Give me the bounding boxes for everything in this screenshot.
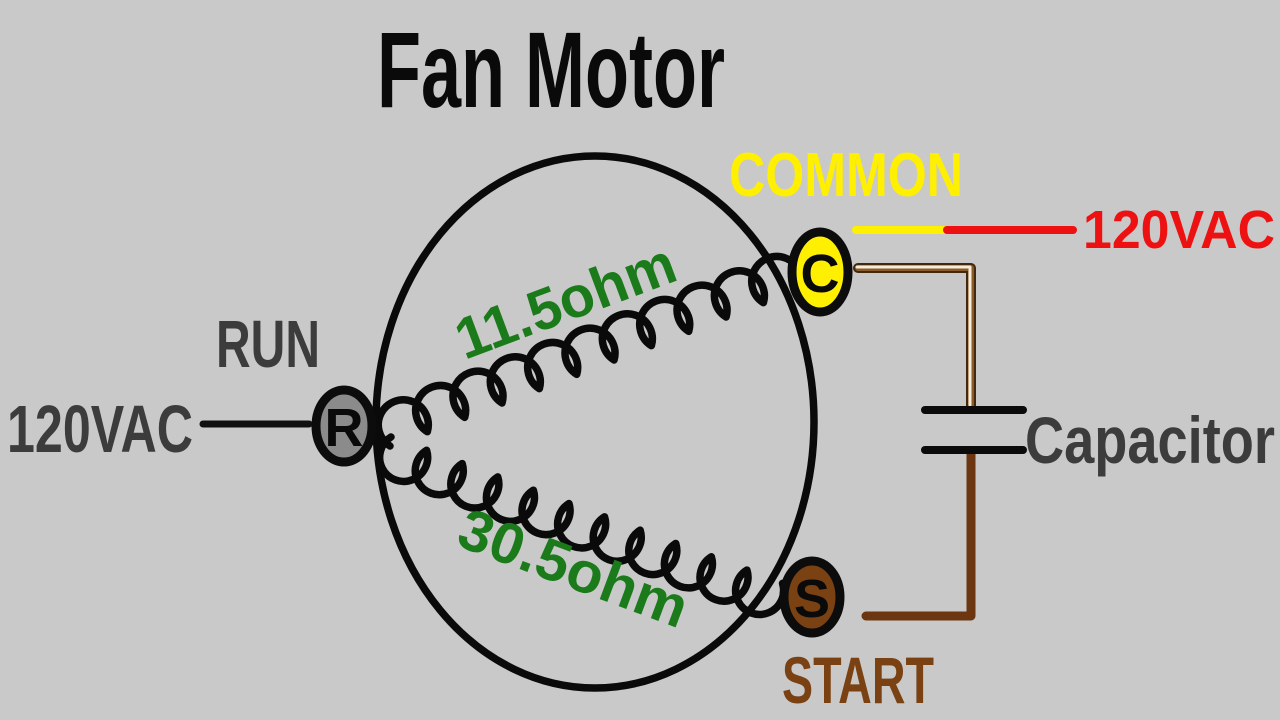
terminal-s-label: S: [794, 569, 830, 629]
supply-120vac-right-label: 120VAC: [1083, 200, 1275, 260]
terminal-r-label: R: [325, 398, 364, 458]
run-label: RUN: [216, 307, 320, 382]
wire-tube-highlight: [855, 265, 972, 407]
terminal-r-dot: [311, 385, 377, 467]
terminal-common: C: [787, 227, 853, 317]
start-winding-coil: [375, 433, 788, 619]
page-title: Fan Motor: [377, 9, 725, 130]
terminal-c-dot: [787, 227, 853, 317]
supply-120vac-left-label: 120VAC: [7, 392, 193, 467]
terminal-start: S: [779, 556, 845, 638]
wire-common-to-capacitor: [853, 263, 976, 411]
wire-capacitor-to-start: [861, 447, 976, 621]
capacitor-label: Capacitor: [1025, 403, 1275, 477]
common-label: COMMON: [729, 141, 963, 210]
run-winding: [374, 252, 806, 450]
start-label: START: [782, 643, 934, 717]
run-winding-coil: [374, 252, 806, 450]
terminal-run: R: [311, 385, 377, 467]
start-winding: [375, 433, 788, 619]
terminal-c-label: C: [801, 244, 840, 304]
terminal-s-dot: [779, 556, 845, 638]
